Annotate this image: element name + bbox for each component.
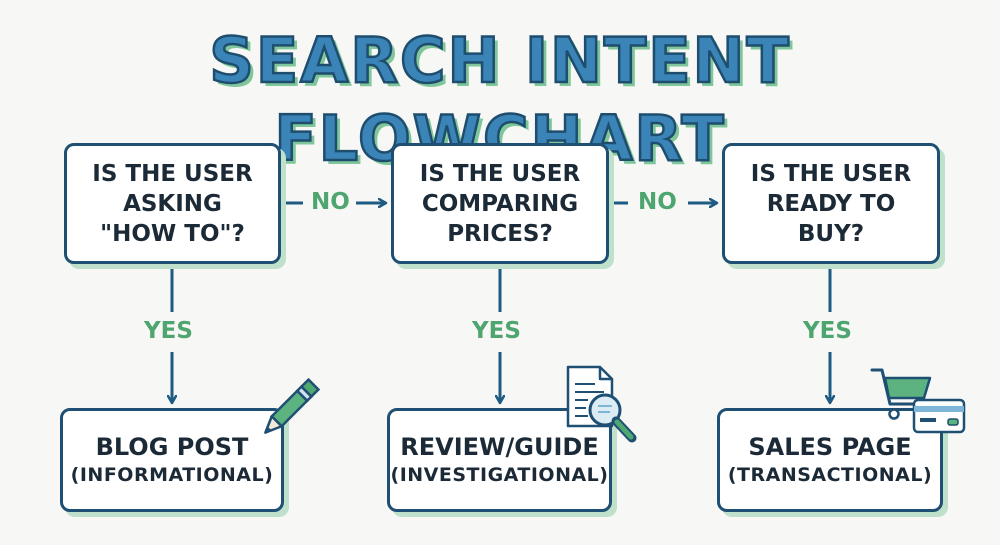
result-box-sales-page: SALES PAGE (TRANSACTIONAL) (717, 408, 943, 512)
page-title: SEARCH INTENT FLOWCHART (208, 23, 791, 177)
question-line: BUY? (797, 220, 865, 247)
question-line: PRICES? (447, 220, 553, 247)
no-label-2: NO (638, 189, 677, 215)
question-line: READY TO (766, 190, 896, 217)
yes-label-1: YES (144, 318, 193, 344)
yes-label-3: YES (803, 318, 852, 344)
question-box-comparing: IS THE USER COMPARING PRICES? (391, 143, 609, 264)
pencil-icon (264, 377, 321, 434)
question-line: ASKING (123, 190, 222, 217)
question-box-ready-to-buy: IS THE USER READY TO BUY? (722, 143, 940, 264)
question-line: "HOW TO"? (100, 220, 245, 247)
yes-label-2: YES (472, 318, 521, 344)
cart-card-icon (870, 368, 966, 434)
result-subtitle: (INFORMATIONAL) (70, 464, 274, 486)
result-title: BLOG POST (95, 433, 249, 461)
question-line: IS THE USER (750, 160, 912, 187)
result-box-blog-post: BLOG POST (INFORMATIONAL) (60, 408, 284, 512)
question-box-how-to: IS THE USER ASKING "HOW TO"? (64, 143, 281, 264)
question-line: COMPARING (421, 190, 579, 217)
result-subtitle: (INVESTIGATIONAL) (390, 464, 609, 486)
result-title: REVIEW/GUIDE (400, 433, 599, 461)
no-label-1: NO (311, 189, 350, 215)
question-line: IS THE USER (92, 160, 253, 187)
result-title: SALES PAGE (748, 433, 912, 461)
question-line: IS THE USER (419, 160, 581, 187)
result-subtitle: (TRANSACTIONAL) (727, 464, 933, 486)
document-magnifier-icon (566, 365, 637, 443)
